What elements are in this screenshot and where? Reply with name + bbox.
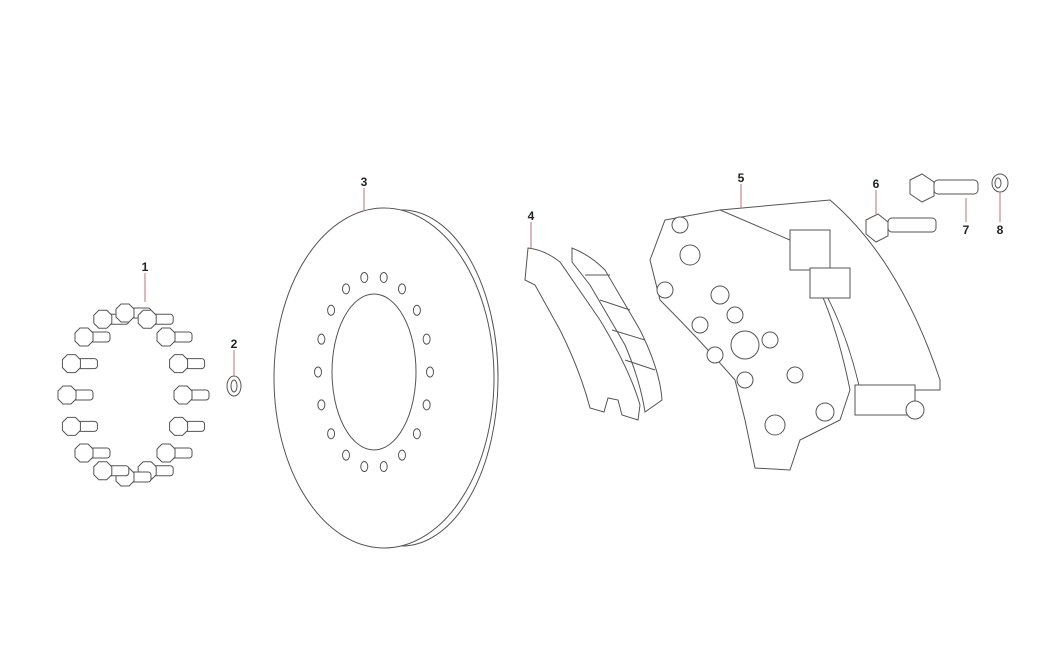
part-4-brake-pad [524, 247, 663, 421]
disc-bolt-hole [314, 366, 322, 378]
disc-bolt-hole [342, 283, 350, 295]
wheel-bolt [57, 385, 94, 405]
disc-bolt-hole [422, 399, 431, 411]
wheel-bolt [61, 354, 98, 374]
callout-5: 5 [738, 171, 745, 209]
callout-label: 4 [528, 209, 535, 223]
callout-label: 2 [231, 337, 238, 351]
disc-bolt-hole [360, 461, 369, 473]
callout-label: 3 [361, 175, 368, 189]
wheel-bolt [74, 327, 111, 347]
wheel-bolt [137, 309, 174, 329]
disc-bolt-hole [412, 428, 421, 440]
disc-bolt-hole [327, 428, 336, 440]
disc-bolt-hole [317, 399, 326, 411]
part-3-brake-disc [273, 207, 499, 549]
callout-label: 5 [738, 171, 745, 185]
disc-bolt-hole [398, 449, 406, 461]
disc-bolt-hole [412, 304, 421, 316]
wheel-bolt [156, 327, 193, 347]
disc-bolt-hole [398, 283, 406, 295]
wheel-bolt [156, 443, 193, 463]
wheel-bolt [74, 443, 111, 463]
wheel-bolt [169, 354, 206, 374]
wheel-bolt [169, 416, 206, 436]
callout-4: 4 [528, 209, 535, 248]
callout-label: 7 [963, 223, 970, 237]
callout-label: 1 [142, 260, 149, 274]
disc-bolt-hole [379, 461, 388, 473]
callout-7: 7 [963, 198, 970, 237]
callout-6: 6 [873, 177, 880, 215]
part-7-bolt [909, 173, 979, 203]
callout-1: 1 [142, 260, 149, 302]
part-5-caliper [649, 199, 941, 471]
wheel-bolt [61, 416, 98, 436]
disc-bolt-hole [426, 366, 434, 378]
callout-3: 3 [361, 175, 368, 210]
wheel-bolt [173, 385, 210, 405]
callout-8: 8 [997, 192, 1004, 237]
part-2-washer [226, 375, 242, 397]
callout-2: 2 [231, 337, 238, 377]
part-6-bolt [865, 213, 937, 243]
disc-bolt-hole [379, 271, 388, 283]
callout-label: 6 [873, 177, 880, 191]
wheel-bolt [93, 461, 130, 481]
part-1-bolt-ring [57, 303, 210, 487]
callout-label: 8 [997, 223, 1004, 237]
disc-bolt-hole [317, 333, 326, 345]
disc-bolt-hole [422, 333, 431, 345]
disc-bolt-hole [327, 304, 336, 316]
disc-bolt-hole [342, 449, 350, 461]
part-8-washer [991, 173, 1009, 193]
disc-bolt-hole [360, 271, 369, 283]
